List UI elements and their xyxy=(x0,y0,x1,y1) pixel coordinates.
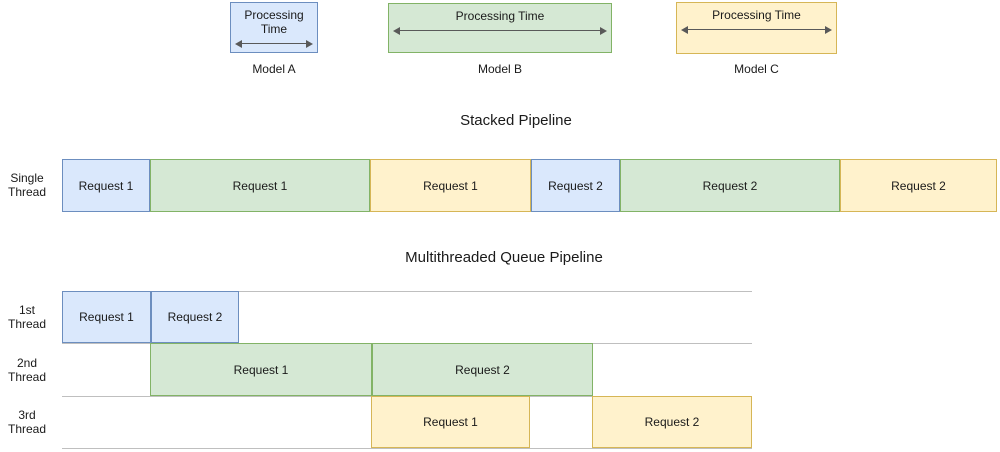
multithreaded-pipeline-title: Multithreaded Queue Pipeline xyxy=(405,249,603,266)
model-b-label: Model B xyxy=(477,62,523,76)
first-thread-label: 1st Thread xyxy=(2,303,52,331)
third-thread-label: 3rd Thread xyxy=(2,408,52,436)
stacked-pipeline-title: Stacked Pipeline xyxy=(460,112,572,129)
model-b-box: Processing Time xyxy=(388,3,612,53)
thread3-request1-box: Request 1 xyxy=(371,396,530,448)
first-thread-label-line2: Thread xyxy=(7,317,47,331)
double-arrow-icon xyxy=(235,39,313,48)
model-a-label: Model A xyxy=(252,62,296,76)
thread1-request1-box: Request 1 xyxy=(62,291,151,343)
second-thread-label-line2: Thread xyxy=(7,370,47,384)
third-thread-label-line2: Thread xyxy=(7,422,47,436)
stacked-request1-model-a-box: Request 1 xyxy=(62,159,150,212)
model-c-label: Model C xyxy=(734,62,779,76)
double-arrow-icon xyxy=(681,25,832,34)
stacked-request1-model-c-box: Request 1 xyxy=(370,159,531,212)
stacked-request1-model-b-box: Request 1 xyxy=(150,159,370,212)
single-thread-label: Single Thread xyxy=(2,171,52,199)
stacked-request2-model-a-box: Request 2 xyxy=(531,159,620,212)
thread1-request2-box: Request 2 xyxy=(151,291,239,343)
first-thread-label-line1: 1st xyxy=(18,303,35,317)
second-thread-label-line1: 2nd xyxy=(16,356,38,370)
model-c-box: Processing Time xyxy=(676,2,837,54)
processing-time-label: Processing Time xyxy=(244,8,304,36)
stacked-request2-model-b-box: Request 2 xyxy=(620,159,840,212)
model-a-box: Processing Time xyxy=(230,2,318,53)
thread2-request2-box: Request 2 xyxy=(372,343,593,396)
double-arrow-icon xyxy=(393,26,607,35)
thread2-request1-box: Request 1 xyxy=(150,343,372,396)
third-thread-label-line1: 3rd xyxy=(18,408,36,422)
second-thread-label: 2nd Thread xyxy=(2,356,52,384)
processing-time-label: Processing Time xyxy=(712,8,801,22)
thread3-request2-box: Request 2 xyxy=(592,396,752,448)
single-thread-label-line1: Single xyxy=(10,171,44,185)
processing-time-label: Processing Time xyxy=(455,9,545,23)
single-thread-label-line2: Thread xyxy=(7,185,47,199)
stacked-request2-model-c-box: Request 2 xyxy=(840,159,997,212)
